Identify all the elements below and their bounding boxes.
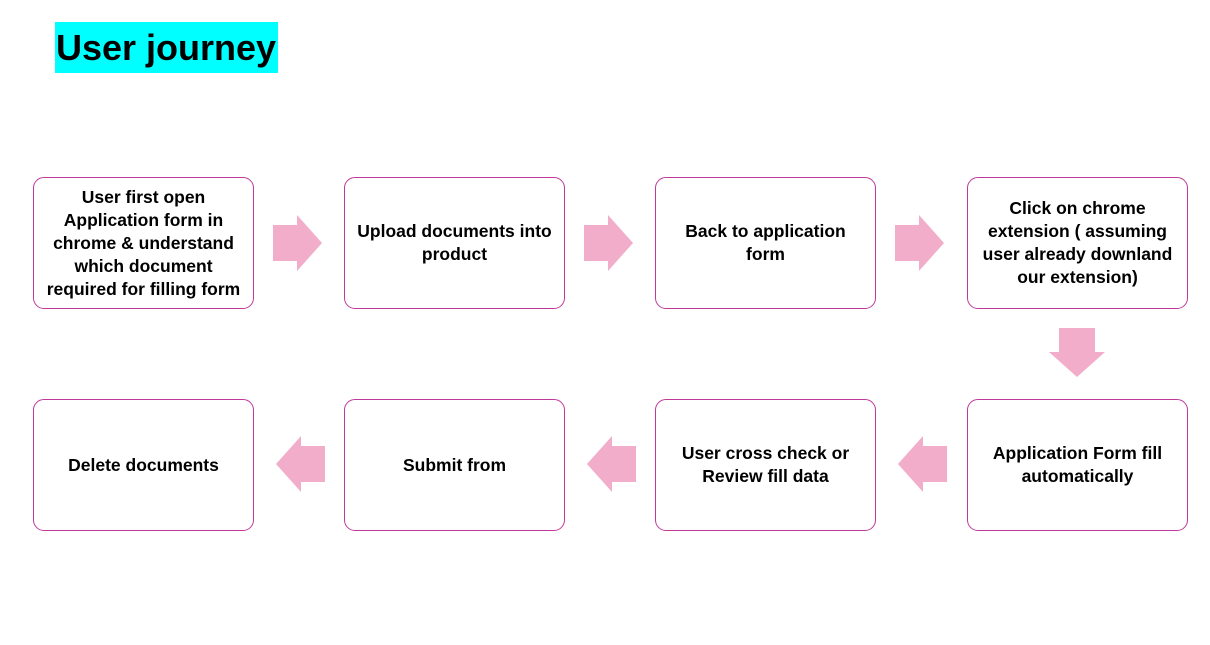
- arrow-right-2: [584, 215, 633, 271]
- step-2-upload-documents: Upload documents into product: [344, 177, 565, 309]
- arrow-down: [1049, 328, 1105, 377]
- arrow-right-1: [273, 215, 322, 271]
- step-6-review-data: User cross check or Review fill data: [655, 399, 876, 531]
- step-8-delete-documents: Delete documents: [33, 399, 254, 531]
- arrow-left-1: [898, 436, 947, 492]
- arrow-left-3: [276, 436, 325, 492]
- step-5-form-autofill: Application Form fill automatically: [967, 399, 1188, 531]
- arrow-right-3: [895, 215, 944, 271]
- step-3-back-to-form: Back to application form: [655, 177, 876, 309]
- step-7-submit: Submit from: [344, 399, 565, 531]
- step-4-click-extension: Click on chrome extension ( assuming use…: [967, 177, 1188, 309]
- page-title: User journey: [55, 22, 279, 73]
- arrow-left-2: [587, 436, 636, 492]
- step-1-open-form: User first open Application form in chro…: [33, 177, 254, 309]
